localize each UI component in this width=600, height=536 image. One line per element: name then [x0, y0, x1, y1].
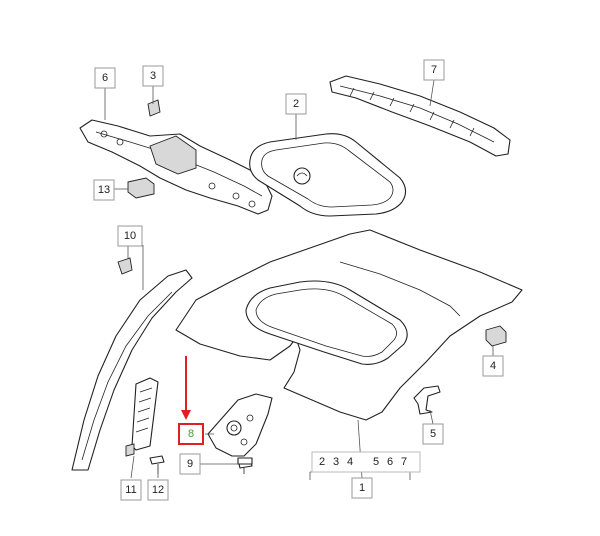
group-label-4: 4 — [347, 456, 353, 468]
part-7-rail — [329, 75, 511, 157]
callout-4-right-label: 4 — [490, 360, 496, 372]
callout-9-label: 9 — [187, 458, 193, 470]
part-8-bracket — [207, 393, 273, 457]
group-label-3: 3 — [333, 456, 339, 468]
callout-2-top-label: 2 — [293, 98, 299, 110]
highlight-arrow — [181, 356, 191, 420]
part-9-bolt — [237, 457, 253, 474]
callout-8: 8 — [178, 423, 204, 445]
part-4-clip — [485, 325, 507, 347]
callout-6: 6 — [94, 67, 116, 89]
callout-13: 13 — [93, 179, 115, 201]
callout-11-label: 11 — [125, 484, 136, 496]
callout-9: 9 — [179, 453, 201, 475]
callout-12-label: 12 — [152, 484, 164, 496]
part-5-bracket — [413, 385, 441, 415]
part-3-clip — [147, 99, 161, 117]
callout-1: 1 — [351, 477, 373, 499]
group-label-6: 6 — [387, 456, 393, 468]
part-11-strip — [125, 377, 159, 457]
callout-3-top-label: 3 — [150, 70, 156, 82]
callout-1-label: 1 — [359, 482, 365, 494]
part-2-sunroof-seal — [249, 133, 407, 217]
callout-5-right-label: 5 — [430, 428, 436, 440]
part-1-roof-panel — [175, 229, 523, 421]
callout-2-top: 2 — [285, 93, 307, 115]
part-6-trim-panel — [79, 119, 273, 215]
group-label-5: 5 — [373, 456, 379, 468]
callout-8-label: 8 — [188, 428, 194, 440]
part-10-pillar-trim — [71, 257, 193, 471]
callout-10-label: 10 — [124, 230, 136, 242]
group-label-7: 7 — [401, 456, 407, 468]
group-label-row: 2 3 4 5 6 7 — [311, 451, 421, 473]
callout-7-top-label: 7 — [431, 64, 437, 76]
callout-3-top: 3 — [142, 65, 164, 87]
callout-11: 11 — [120, 479, 142, 501]
callout-13-label: 13 — [98, 184, 110, 196]
group-label-2: 2 — [319, 456, 325, 468]
callout-7-top: 7 — [423, 59, 445, 81]
callout-6-label: 6 — [102, 72, 108, 84]
callout-5-right: 5 — [422, 423, 444, 445]
callout-10: 10 — [117, 225, 143, 247]
part-12-screw — [149, 455, 165, 474]
callout-12: 12 — [147, 479, 169, 501]
part-13-block — [127, 177, 155, 199]
callout-4-right: 4 — [482, 355, 504, 377]
